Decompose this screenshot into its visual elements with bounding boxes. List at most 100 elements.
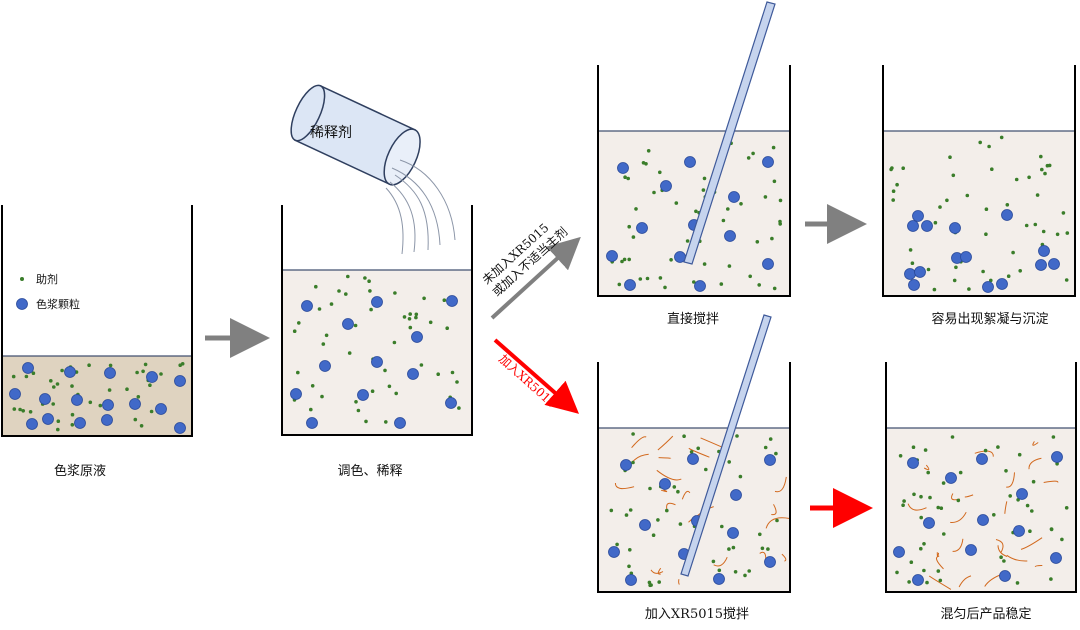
additive-dot — [911, 445, 916, 450]
additive-dot — [31, 371, 36, 376]
additive-dot — [11, 374, 16, 379]
pigment-particle — [762, 258, 774, 270]
additive-dot — [56, 427, 60, 432]
additive-dot — [999, 135, 1004, 140]
particles-mix — [290, 274, 461, 429]
additive-dot — [1065, 231, 1070, 235]
pigment-particle — [965, 544, 977, 556]
pigment-particle — [9, 388, 21, 400]
additive-dot — [1028, 529, 1032, 533]
caption-floc: 容易出现絮凝与沉淀 — [931, 311, 1048, 327]
dispersant-fiber — [997, 545, 1008, 557]
additive-dot — [384, 420, 388, 424]
additive-dot — [408, 325, 413, 330]
additive-dot — [902, 499, 906, 503]
legend: 助剂 色浆颗粒 — [16, 272, 80, 311]
additive-dot — [344, 292, 348, 296]
additive-dot — [981, 269, 985, 274]
additive-dot — [647, 580, 652, 585]
pigment-particle — [639, 519, 651, 531]
additive-dot — [631, 460, 635, 465]
additive-dot — [310, 384, 315, 388]
pigment-particle — [684, 156, 696, 168]
dispersant-fiber — [923, 464, 930, 471]
additive-dot — [652, 190, 656, 195]
additive-dot — [678, 522, 683, 526]
dispersant-fiber — [678, 579, 680, 585]
additive-dot — [958, 470, 963, 475]
stir-rod — [680, 314, 772, 577]
additive-dot — [711, 559, 716, 564]
additive-dot — [1064, 506, 1069, 510]
caption-direct-stir: 直接搅拌 — [667, 311, 719, 327]
additive-dot — [978, 140, 982, 145]
pigment-particle — [74, 417, 86, 429]
additive-dot — [392, 340, 397, 345]
additive-dot — [663, 285, 667, 290]
dispersant-fiber — [964, 494, 974, 498]
pigment-particle — [407, 368, 419, 380]
additive-dot — [658, 276, 663, 280]
additive-dot — [984, 207, 989, 211]
additive-dot — [309, 407, 313, 412]
additive-dot — [1049, 527, 1054, 532]
particles-stable — [893, 435, 1069, 586]
additive-dot — [932, 287, 937, 292]
additive-dot — [909, 560, 914, 564]
additive-dot — [717, 568, 722, 573]
dispersant-fiber — [666, 502, 676, 510]
additive-dot — [775, 518, 779, 523]
particles-direct — [606, 141, 783, 292]
pigment-particle — [1013, 525, 1025, 537]
dispersant-fiber — [781, 553, 787, 562]
caption-mix: 调色、稀释 — [337, 463, 402, 479]
dispersant-fiber — [1006, 472, 1015, 488]
additive-dot — [622, 257, 627, 262]
pigment-particle — [42, 413, 54, 425]
pigment-particle — [912, 210, 924, 222]
additive-dot — [674, 201, 679, 205]
additive-dot — [645, 276, 650, 281]
additive-dot — [757, 283, 761, 287]
additive-dot — [356, 408, 361, 413]
additive-dot — [751, 151, 755, 156]
additive-dot — [771, 145, 776, 150]
pigment-particle — [411, 331, 423, 343]
additive-dot — [694, 209, 698, 214]
additive-dot — [159, 372, 163, 376]
additive-dot — [1011, 250, 1015, 255]
pigment-particle — [620, 459, 632, 471]
dispersant-fiber — [1006, 554, 1028, 562]
pigment-particle — [290, 388, 302, 400]
additive-dot — [329, 302, 334, 306]
additive-dot — [107, 388, 112, 392]
dispersant-fiber — [660, 489, 668, 493]
pigment-particle — [996, 278, 1008, 290]
beaker-xr-stir — [597, 314, 791, 593]
additive-dot — [320, 394, 324, 399]
additive-dot — [414, 315, 418, 320]
pigment-particle — [764, 556, 776, 568]
additive-dot — [133, 417, 138, 422]
additive-dot — [638, 277, 643, 281]
additive-dot — [383, 368, 387, 373]
dispersant-fiber — [650, 569, 664, 574]
additive-dot — [908, 248, 913, 252]
additive-dot — [912, 492, 916, 497]
pigment-particle — [982, 281, 994, 293]
additive-dot — [987, 144, 991, 149]
liquid-xr — [597, 427, 791, 593]
pigment-particle — [713, 573, 725, 585]
additive-dot — [646, 149, 651, 153]
additive-dot — [1035, 193, 1040, 197]
additive-dot — [354, 400, 358, 404]
pigment-particle — [1048, 258, 1060, 270]
additive-dot — [895, 570, 899, 575]
additive-dot — [55, 382, 60, 386]
additive-dot — [623, 175, 627, 179]
pigment-particle — [617, 162, 629, 174]
additive-dot — [363, 276, 367, 280]
pigment-particle — [945, 472, 957, 484]
additive-dot — [70, 384, 74, 388]
additive-dot — [141, 369, 145, 374]
